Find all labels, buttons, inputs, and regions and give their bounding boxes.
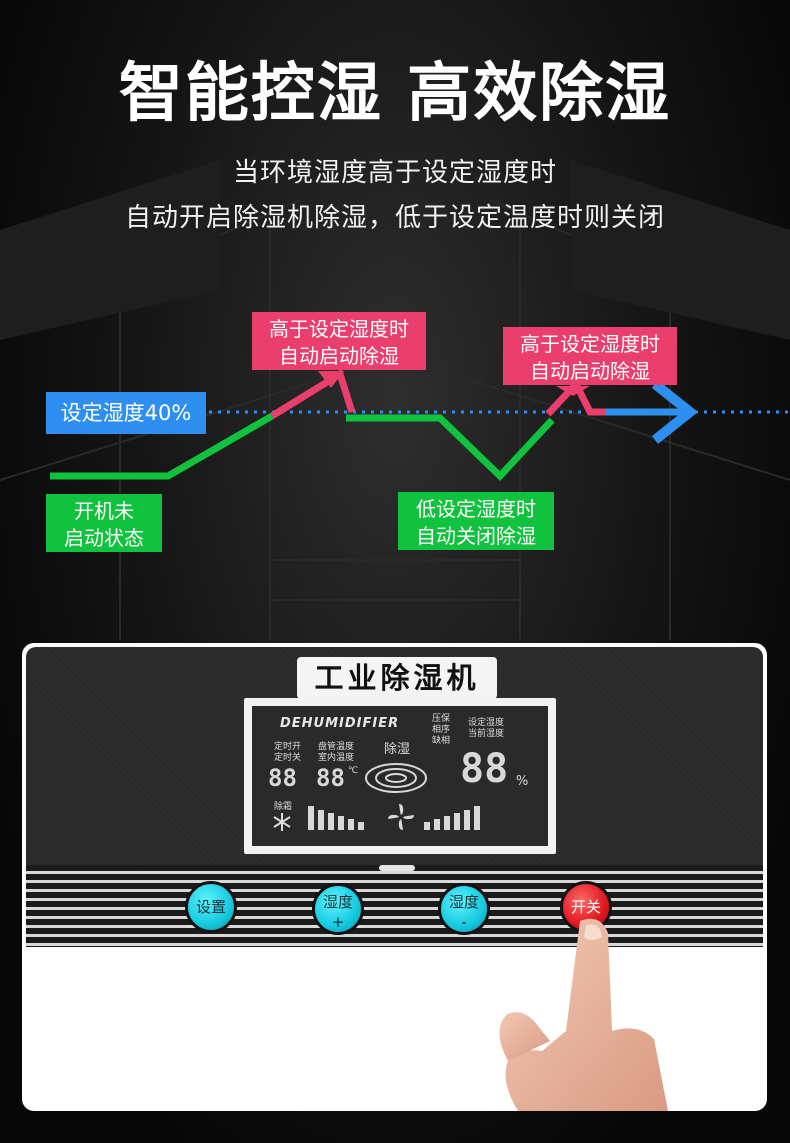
red-line-peak-1: [270, 368, 356, 419]
callout-pointer-1: [318, 371, 344, 388]
lcd-humidity-digits: 88: [460, 746, 509, 792]
lcd-temp-labels: 盘管温度室内温度: [318, 742, 355, 763]
lcd-defrost-label: 除霜: [274, 802, 293, 812]
blue-arrow-head: [651, 380, 699, 444]
callout-high-2: 高于设定湿度时自动启动除湿: [503, 327, 677, 385]
lcd-temp-digits: 88: [316, 764, 345, 792]
subtitle-line-1: 当环境湿度高于设定湿度时: [232, 158, 557, 188]
hand-pressing-button: [499, 918, 668, 1111]
fan-icon: [388, 804, 414, 830]
lcd-title: DEHUMIDIFIER: [280, 716, 400, 731]
callout-off-state: 开机未启动状态: [46, 494, 162, 552]
set-humidity-label: 设定湿度40%: [46, 392, 206, 434]
green-line-rise: [50, 412, 274, 480]
indicator-slot: [379, 865, 415, 871]
control-panel: 工业除湿机 DEHUMIDIFIER 定时开定时关 盘管温度室内温度 压保相序缺…: [22, 643, 767, 1111]
subtitle-line-2: 自动开启除湿机除湿，低于设定温度时则关闭: [124, 203, 665, 233]
lcd-timer-labels: 定时开定时关: [274, 742, 302, 763]
humidity-up-button[interactable]: 湿度+: [312, 883, 364, 935]
green-line-dip: [346, 414, 555, 481]
humidity-down-button[interactable]: 湿度-: [438, 883, 490, 935]
lcd-mode-label: 除湿: [384, 742, 411, 757]
snowflake-icon: [273, 813, 291, 831]
red-line-peak-2: [545, 377, 610, 417]
lcd-humidity-labels: 设定湿度当前湿度: [468, 718, 505, 739]
humidity-control-graph: [50, 368, 790, 481]
lcd-timer-digits: 88: [268, 764, 297, 792]
callout-low: 低设定湿度时自动关闭除湿: [398, 492, 554, 550]
lcd-fault-labels: 压保相序缺相: [432, 714, 451, 746]
lcd-screen: DEHUMIDIFIER 定时开定时关 盘管温度室内温度 压保相序缺相 设定湿度…: [252, 706, 548, 846]
settings-button[interactable]: 设置: [185, 881, 237, 933]
callout-high-1: 高于设定湿度时自动启动除湿: [252, 312, 426, 370]
callout-pointer-2: [556, 386, 590, 396]
wind-swirl-icon: [365, 763, 427, 793]
fan-speed-bars-right: [424, 806, 480, 830]
lcd-celsius: ℃: [348, 766, 359, 776]
brand-plate: 工业除湿机: [297, 657, 497, 699]
lcd-percent: %: [516, 774, 529, 789]
lcd-display: DEHUMIDIFIER 定时开定时关 盘管温度室内温度 压保相序缺相 设定湿度…: [244, 698, 556, 854]
panel-stripes: [26, 865, 763, 947]
fan-speed-bars-left: [308, 806, 364, 830]
background-lines: [0, 160, 790, 640]
headline: 智能控湿 高效除湿: [118, 57, 672, 131]
